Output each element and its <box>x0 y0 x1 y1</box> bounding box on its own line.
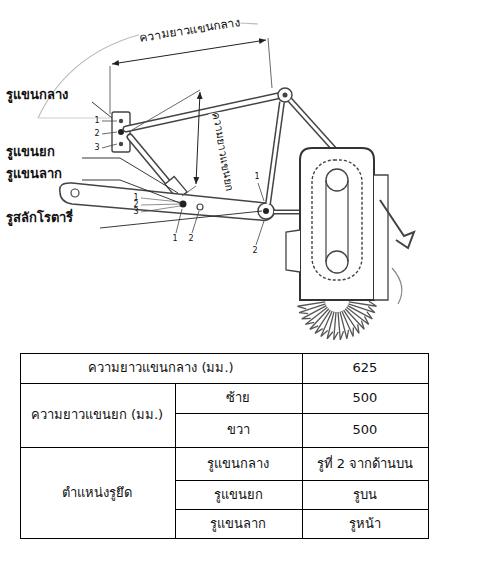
dimension-label: ความยาวแขนกลาง <box>139 16 242 46</box>
leader-line <box>92 102 112 118</box>
callout-number: 1 <box>94 116 99 125</box>
dimension-line <box>112 40 266 64</box>
table-cell: ซ้าย <box>226 391 250 406</box>
callout-number: 1 <box>172 234 177 243</box>
table-cell: ความยาวแขนยก (มม.) <box>31 408 163 423</box>
callout-number: 2 <box>252 246 257 255</box>
table-cell: 500 <box>353 391 378 406</box>
table-cell: รูแขนกลาง <box>207 457 269 472</box>
table-cell: รูแขนลาก <box>210 517 266 532</box>
mast <box>268 102 282 204</box>
dimension-label: ความยาวแขนยก <box>209 112 235 193</box>
leader-line <box>82 158 178 193</box>
table-cell: ขวา <box>227 423 250 438</box>
callout-label: รูแขนยก <box>6 145 55 160</box>
table-cell: ความยาวแขนกลาง (มม.) <box>88 361 233 376</box>
callout-number: 3 <box>133 207 138 216</box>
table-cell: 625 <box>353 361 378 376</box>
table-cell: รูหน้า <box>349 517 381 532</box>
callout-number: 1 <box>254 172 259 181</box>
leader-line <box>82 180 180 203</box>
top-link <box>126 95 282 129</box>
table-grid <box>20 353 429 539</box>
table-cell: ตำแหน่งรูยึด <box>62 486 132 501</box>
callout-label: รูแขนลาก <box>6 167 62 182</box>
table-cell: รูบน <box>353 488 377 503</box>
callout-label: รูแขนกลาง <box>6 88 68 103</box>
table-cell: รูแขนยก <box>214 488 263 503</box>
dimension-line <box>196 92 200 184</box>
lower-link <box>60 183 275 220</box>
callout-label: รูสลักโรตารี่ <box>6 211 73 226</box>
callout-number: 2 <box>188 234 193 243</box>
callout-number: 3 <box>94 143 99 152</box>
table-cell: รูที่ 2 จากด้านบน <box>317 457 414 472</box>
lever <box>380 200 414 248</box>
table-cell: 500 <box>353 423 378 438</box>
rotary-tiller <box>286 148 414 340</box>
callout-number: 2 <box>94 129 99 138</box>
leader-line <box>100 211 262 228</box>
